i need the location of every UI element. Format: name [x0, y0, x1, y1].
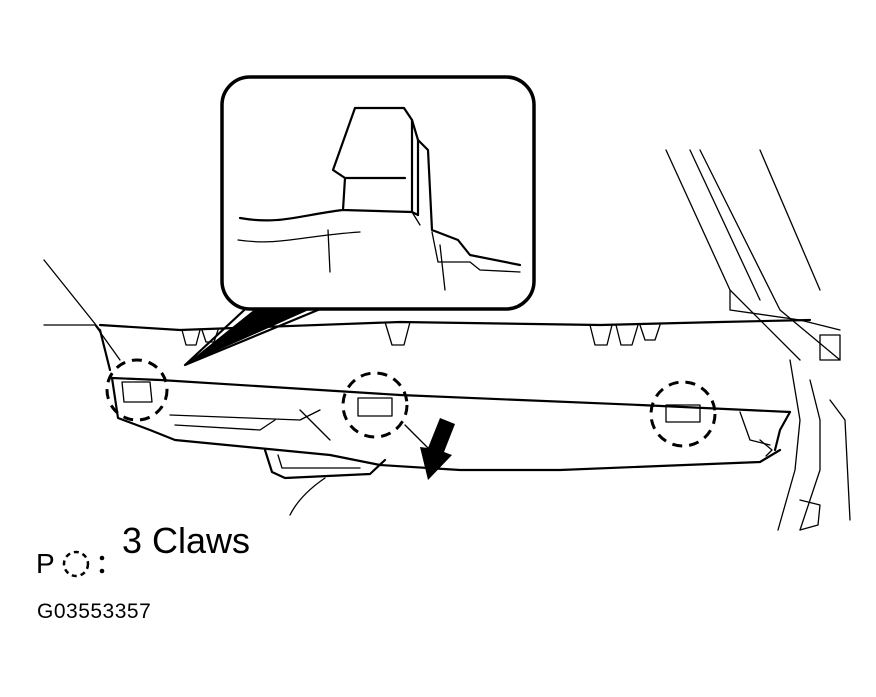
dashed-circle-icon — [62, 550, 105, 578]
lower-cover-panel — [110, 376, 792, 516]
pull-direction-arrow — [404, 418, 455, 480]
claw-marker-right — [649, 380, 717, 448]
claw-markers — [105, 358, 717, 448]
legend-prefix: P — [36, 548, 55, 579]
callout-leader — [183, 298, 332, 367]
legend-label: 3 Claws — [122, 520, 251, 561]
detail-callout-box — [220, 75, 536, 311]
upper-panel — [98, 318, 812, 372]
background-structure — [43, 149, 851, 531]
claw-marker-center — [341, 371, 409, 439]
claw-marker-left — [105, 358, 169, 422]
figure-code: G03553357 — [37, 600, 152, 623]
